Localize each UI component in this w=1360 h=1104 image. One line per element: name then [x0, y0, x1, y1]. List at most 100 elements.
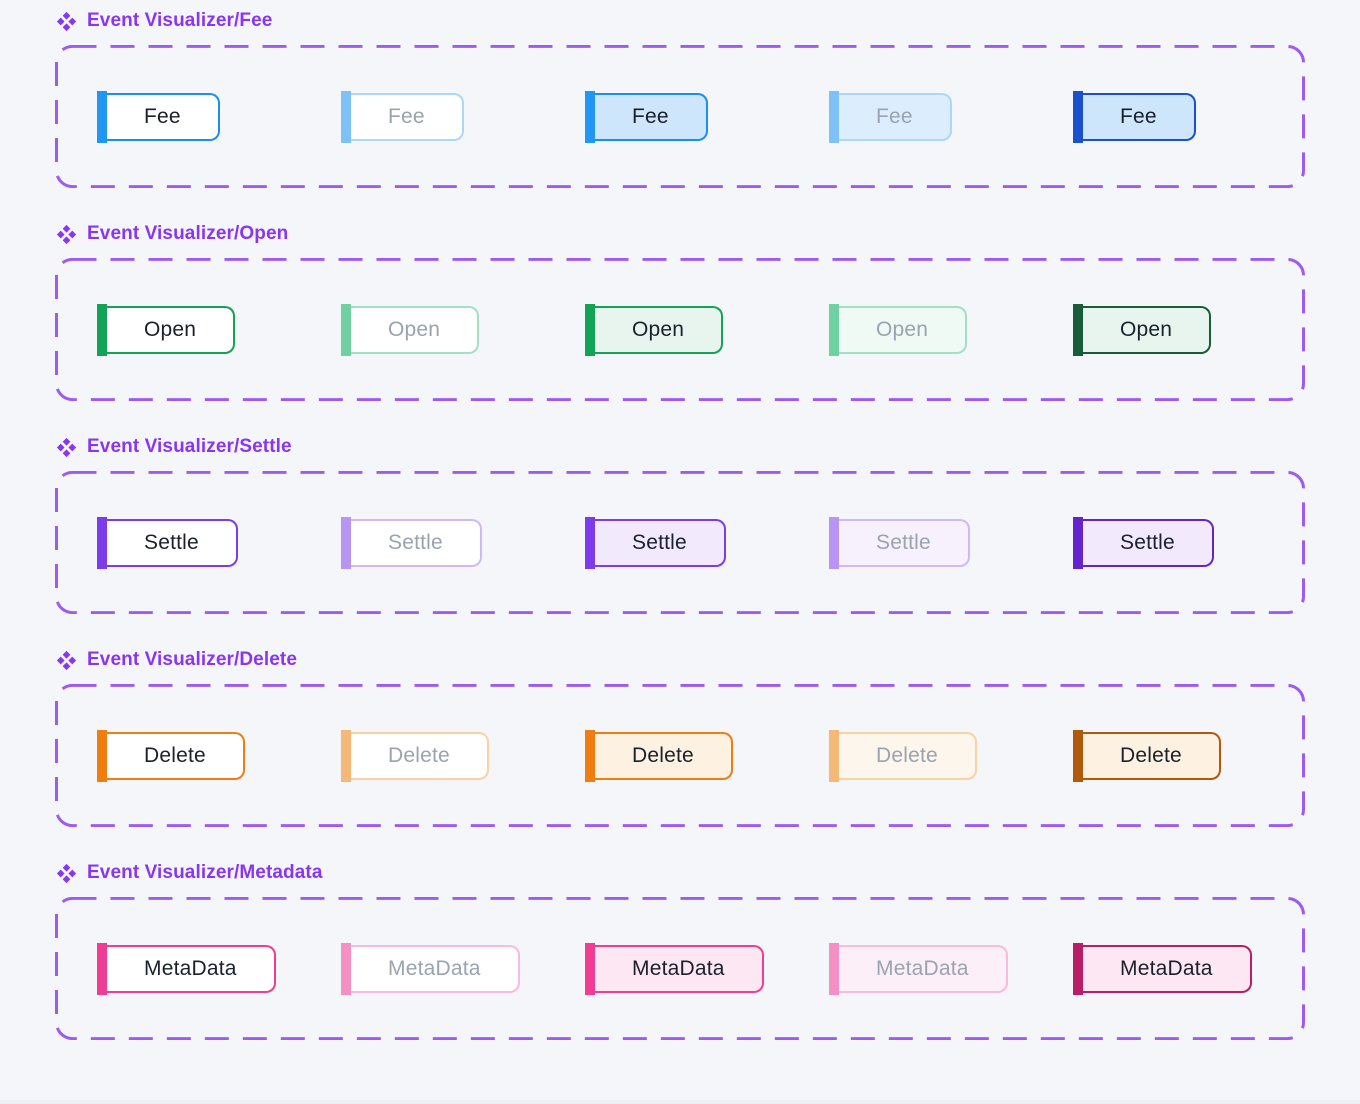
- chip-cell: MetaData: [829, 942, 1073, 995]
- chip-body: Delete: [107, 731, 245, 780]
- chip-body: Settle: [839, 518, 970, 567]
- chip-body: Fee: [595, 92, 708, 141]
- event-chip[interactable]: MetaData: [829, 942, 1008, 995]
- chip-body: MetaData: [107, 944, 276, 993]
- section-header: Event Visualizer/Fee: [56, 8, 272, 34]
- chip-body: Fee: [1083, 92, 1196, 141]
- chip-cell: MetaData: [1073, 942, 1317, 995]
- event-chip[interactable]: MetaData: [97, 942, 276, 995]
- chip-label: Open: [1120, 317, 1173, 341]
- chip-row: Delete Delete Delete Delete: [55, 684, 1305, 827]
- chip-label: Delete: [1120, 743, 1182, 767]
- chip-label: MetaData: [1120, 956, 1213, 980]
- event-chip[interactable]: Fee: [829, 90, 952, 143]
- event-chip[interactable]: Fee: [97, 90, 220, 143]
- chip-cell: Fee: [585, 90, 829, 143]
- chip-cell: Open: [585, 303, 829, 356]
- component-section: Event Visualizer/Metadata MetaData MetaD…: [55, 852, 1305, 1065]
- event-chip[interactable]: Delete: [97, 729, 245, 782]
- event-chip[interactable]: MetaData: [585, 942, 764, 995]
- chip-cell: Settle: [829, 516, 1073, 569]
- chip-label: Delete: [388, 743, 450, 767]
- event-chip[interactable]: Open: [585, 303, 724, 356]
- event-chip[interactable]: Settle: [829, 516, 970, 569]
- chip-accent-bar: [341, 516, 351, 569]
- event-chip[interactable]: Settle: [1073, 516, 1214, 569]
- event-chip[interactable]: Open: [1073, 303, 1212, 356]
- chip-body: Settle: [595, 518, 726, 567]
- chip-cell: Settle: [97, 516, 341, 569]
- event-chip[interactable]: Settle: [341, 516, 482, 569]
- chip-accent-bar: [585, 90, 595, 143]
- event-chip[interactable]: MetaData: [341, 942, 520, 995]
- variants-frame: Settle Settle Settle Settle: [55, 471, 1305, 614]
- chip-accent-bar: [97, 516, 107, 569]
- chip-body: Open: [839, 305, 968, 354]
- sections-list: Event Visualizer/Fee Fee Fee Fee: [55, 0, 1305, 1065]
- chip-cell: Delete: [585, 729, 829, 782]
- chip-cell: Open: [1073, 303, 1317, 356]
- chip-accent-bar: [341, 90, 351, 143]
- chip-label: MetaData: [144, 956, 237, 980]
- chip-body: Delete: [351, 731, 489, 780]
- chip-body: Open: [1083, 305, 1212, 354]
- chip-cell: Delete: [341, 729, 585, 782]
- event-chip[interactable]: Settle: [585, 516, 726, 569]
- chip-body: MetaData: [839, 944, 1008, 993]
- chip-cell: Fee: [97, 90, 341, 143]
- event-chip[interactable]: Fee: [341, 90, 464, 143]
- chip-label: Open: [876, 317, 929, 341]
- chip-label: Settle: [388, 530, 443, 554]
- event-chip[interactable]: Open: [341, 303, 480, 356]
- chip-accent-bar: [1073, 729, 1083, 782]
- chip-accent-bar: [97, 90, 107, 143]
- section-header: Event Visualizer/Open: [56, 221, 288, 247]
- chip-label: Settle: [876, 530, 931, 554]
- chip-label: Settle: [632, 530, 687, 554]
- chip-accent-bar: [1073, 516, 1083, 569]
- section-title: Event Visualizer/Settle: [87, 436, 292, 457]
- chip-cell: Delete: [97, 729, 341, 782]
- chip-body: Open: [595, 305, 724, 354]
- variants-frame: MetaData MetaData MetaData MetaData: [55, 897, 1305, 1040]
- event-chip[interactable]: Open: [829, 303, 968, 356]
- chip-accent-bar: [1073, 90, 1083, 143]
- event-chip[interactable]: Delete: [585, 729, 733, 782]
- chip-row: Open Open Open Open: [55, 258, 1305, 401]
- chip-accent-bar: [97, 303, 107, 356]
- chip-label: MetaData: [876, 956, 969, 980]
- chip-body: Delete: [1083, 731, 1221, 780]
- event-chip[interactable]: Delete: [829, 729, 977, 782]
- figma-component-icon: [56, 650, 77, 671]
- event-chip[interactable]: Delete: [341, 729, 489, 782]
- chip-accent-bar: [829, 516, 839, 569]
- chip-accent-bar: [829, 90, 839, 143]
- chip-accent-bar: [341, 729, 351, 782]
- figma-component-icon: [56, 863, 77, 884]
- event-chip[interactable]: Fee: [1073, 90, 1196, 143]
- bottom-edge: [0, 1100, 1360, 1104]
- chip-body: MetaData: [1083, 944, 1252, 993]
- chip-cell: Delete: [829, 729, 1073, 782]
- figma-component-icon: [56, 437, 77, 458]
- chip-body: Fee: [351, 92, 464, 141]
- event-chip[interactable]: MetaData: [1073, 942, 1252, 995]
- section-title: Event Visualizer/Metadata: [87, 862, 323, 883]
- section-title: Event Visualizer/Open: [87, 223, 289, 244]
- chip-row: Settle Settle Settle Settle: [55, 471, 1305, 614]
- chip-cell: Open: [829, 303, 1073, 356]
- event-chip[interactable]: Settle: [97, 516, 238, 569]
- figma-component-icon: [56, 11, 77, 32]
- component-section: Event Visualizer/Settle Settle Settle: [55, 426, 1305, 639]
- chip-accent-bar: [97, 729, 107, 782]
- event-chip[interactable]: Open: [97, 303, 236, 356]
- chip-body: Settle: [107, 518, 238, 567]
- event-chip[interactable]: Fee: [585, 90, 708, 143]
- chip-cell: Open: [341, 303, 585, 356]
- chip-accent-bar: [1073, 942, 1083, 995]
- chip-accent-bar: [1073, 303, 1083, 356]
- chip-body: MetaData: [595, 944, 764, 993]
- event-chip[interactable]: Delete: [1073, 729, 1221, 782]
- chip-label: MetaData: [388, 956, 481, 980]
